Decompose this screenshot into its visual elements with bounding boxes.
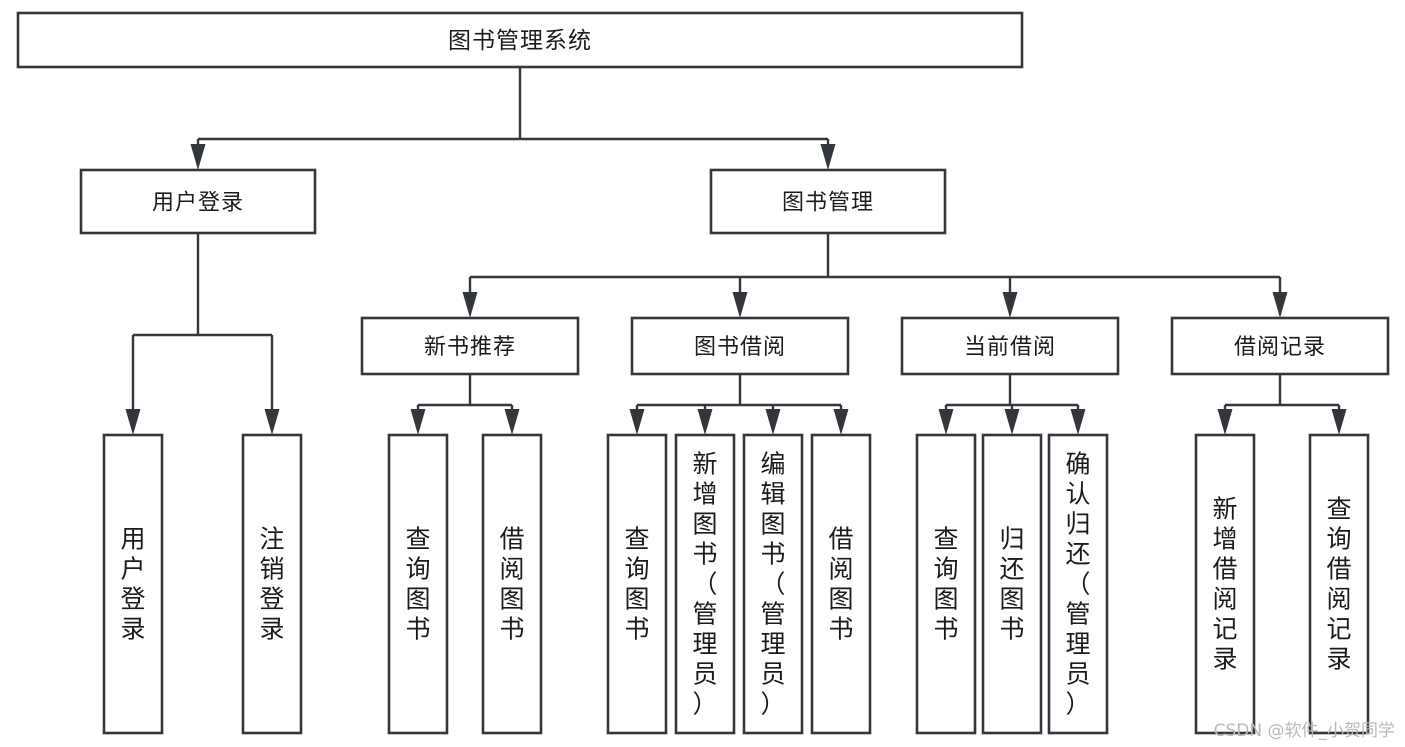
node-box-current-borrow[interactable] bbox=[900, 316, 1120, 376]
node-book-borrow[interactable]: 图书借阅 bbox=[630, 316, 850, 376]
node-box-leaf-logout-login[interactable] bbox=[241, 433, 303, 735]
node-box-user-login[interactable] bbox=[79, 168, 317, 235]
connector-user-login bbox=[125, 233, 280, 435]
node-box-leaf-query-book-cb[interactable] bbox=[915, 433, 977, 735]
node-current-borrow[interactable]: 当前借阅 bbox=[900, 316, 1120, 376]
node-box-leaf-return-book[interactable] bbox=[981, 433, 1043, 735]
node-leaf-query-book-br[interactable]: 查询图书 bbox=[606, 433, 668, 735]
node-root[interactable]: 图书管理系统 bbox=[16, 11, 1024, 69]
connector-book-manage bbox=[462, 233, 1288, 318]
connector-root bbox=[190, 67, 836, 170]
node-leaf-user-login[interactable]: 用户登录 bbox=[102, 433, 164, 735]
node-leaf-add-book[interactable]: 新增图书（管理员） bbox=[674, 433, 736, 735]
node-box-book-borrow[interactable] bbox=[630, 316, 850, 376]
node-label-user-login: 用户登录 bbox=[152, 191, 244, 216]
connector-book-borrow bbox=[629, 374, 849, 435]
node-label-book-manage: 图书管理 bbox=[782, 191, 874, 216]
node-label-leaf-add-record: 新增借阅记录 bbox=[1212, 494, 1237, 673]
node-book-manage[interactable]: 图书管理 bbox=[709, 168, 947, 235]
node-box-leaf-user-login[interactable] bbox=[102, 433, 164, 735]
node-label-leaf-query-book-rec: 查询图书 bbox=[405, 524, 430, 643]
node-leaf-borrow-book-br[interactable]: 借阅图书 bbox=[810, 433, 872, 735]
node-leaf-query-book-cb[interactable]: 查询图书 bbox=[915, 433, 977, 735]
node-box-leaf-query-book-br[interactable] bbox=[606, 433, 668, 735]
node-box-leaf-borrow-book-br[interactable] bbox=[810, 433, 872, 735]
node-label-leaf-borrow-book-rec: 借阅图书 bbox=[499, 524, 524, 643]
connector-layer bbox=[125, 67, 1347, 435]
node-box-leaf-edit-book[interactable] bbox=[742, 433, 804, 735]
node-leaf-confirm-return[interactable]: 确认归还（管理员） bbox=[1047, 433, 1109, 735]
node-box-leaf-add-book[interactable] bbox=[674, 433, 736, 735]
node-label-new-book-rec: 新书推荐 bbox=[424, 335, 516, 360]
node-box-leaf-borrow-book-rec[interactable] bbox=[481, 433, 543, 735]
node-leaf-borrow-book-rec[interactable]: 借阅图书 bbox=[481, 433, 543, 735]
node-box-borrow-record[interactable] bbox=[1170, 316, 1390, 376]
node-box-leaf-query-book-rec[interactable] bbox=[387, 433, 449, 735]
node-label-leaf-confirm-return: 确认归还（管理员） bbox=[1065, 449, 1090, 718]
node-leaf-add-record[interactable]: 新增借阅记录 bbox=[1194, 433, 1256, 735]
node-label-root: 图书管理系统 bbox=[448, 28, 592, 54]
node-label-leaf-query-book-cb: 查询图书 bbox=[933, 524, 958, 643]
node-label-leaf-query-book-br: 查询图书 bbox=[624, 524, 649, 643]
node-label-current-borrow: 当前借阅 bbox=[964, 335, 1056, 360]
node-label-leaf-borrow-book-br: 借阅图书 bbox=[828, 524, 853, 643]
node-label-leaf-logout-login: 注销登录 bbox=[259, 524, 284, 643]
node-leaf-query-record[interactable]: 查询借阅记录 bbox=[1308, 433, 1370, 735]
node-leaf-edit-book[interactable]: 编辑图书（管理员） bbox=[742, 433, 804, 735]
node-leaf-query-book-rec[interactable]: 查询图书 bbox=[387, 433, 449, 735]
node-box-leaf-query-record[interactable] bbox=[1308, 433, 1370, 735]
node-layer: 图书管理系统用户登录图书管理新书推荐图书借阅当前借阅借阅记录用户登录注销登录查询… bbox=[16, 11, 1390, 735]
node-box-leaf-confirm-return[interactable] bbox=[1047, 433, 1109, 735]
node-leaf-logout-login[interactable]: 注销登录 bbox=[241, 433, 303, 735]
node-box-book-manage[interactable] bbox=[709, 168, 947, 235]
connector-new-book-rec bbox=[410, 374, 520, 435]
connector-current-borrow bbox=[938, 374, 1086, 435]
node-box-root[interactable] bbox=[16, 11, 1024, 69]
node-borrow-record[interactable]: 借阅记录 bbox=[1170, 316, 1390, 376]
node-label-leaf-add-book: 新增图书（管理员） bbox=[692, 449, 717, 718]
node-box-new-book-rec[interactable] bbox=[360, 316, 580, 376]
node-user-login[interactable]: 用户登录 bbox=[79, 168, 317, 235]
node-new-book-rec[interactable]: 新书推荐 bbox=[360, 316, 580, 376]
node-leaf-return-book[interactable]: 归还图书 bbox=[981, 433, 1043, 735]
node-label-leaf-edit-book: 编辑图书（管理员） bbox=[760, 449, 785, 718]
node-label-leaf-user-login: 用户登录 bbox=[120, 524, 145, 643]
node-label-book-borrow: 图书借阅 bbox=[694, 335, 786, 360]
node-label-leaf-query-record: 查询借阅记录 bbox=[1326, 494, 1351, 673]
node-label-borrow-record: 借阅记录 bbox=[1234, 335, 1326, 360]
connector-borrow-record bbox=[1217, 374, 1347, 435]
node-label-leaf-return-book: 归还图书 bbox=[999, 524, 1024, 643]
node-box-leaf-add-record[interactable] bbox=[1194, 433, 1256, 735]
